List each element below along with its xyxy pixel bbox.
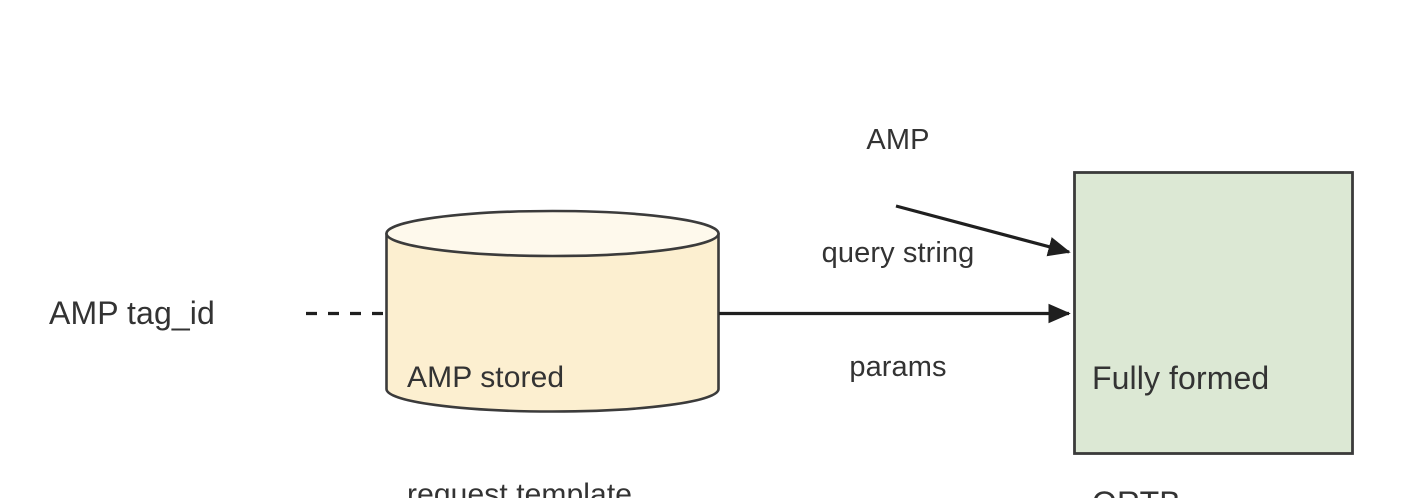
- params-label-line-3: params: [849, 350, 947, 383]
- ortb-text-line-1: Fully formed: [1092, 360, 1270, 397]
- edge-params-to-ortb: [895, 204, 1071, 257]
- amp-query-string-params-label: AMP query string params: [787, 47, 1009, 462]
- params-label-line-2: query string: [821, 237, 975, 270]
- amp-tag-id-label: AMP tag_id: [49, 295, 215, 331]
- fully-formed-ortb-text: Fully formed ORTB: [1092, 275, 1269, 498]
- ortb-text-line-2: ORTB: [1092, 483, 1269, 498]
- cylinder-top-cap: [385, 209, 720, 258]
- cylinder-text-line-1: AMP stored: [407, 361, 565, 394]
- output-box-shape: [1073, 171, 1354, 455]
- amp-stored-request-template-text: AMP stored request template: [407, 280, 632, 498]
- cylinder-text-line-2: request template: [407, 478, 633, 498]
- params-label-line-1: AMP: [866, 124, 930, 157]
- cylinder-body: [385, 232, 720, 413]
